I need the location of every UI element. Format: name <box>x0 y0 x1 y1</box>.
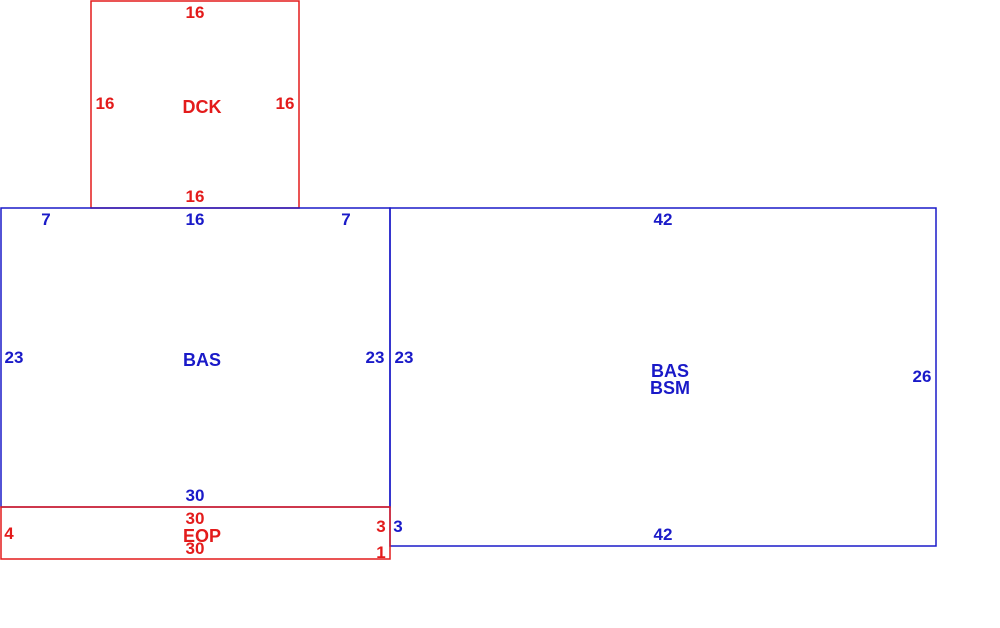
bas-left-right-dimension: 23 <box>366 348 385 367</box>
dck-bottom-dimension: 16 <box>186 187 205 206</box>
bas-left-area-label: BAS <box>183 350 221 370</box>
dck-top-dimension: 16 <box>186 3 205 22</box>
bas-left-top-right-dimension: 7 <box>341 210 350 229</box>
bas-bsm-right-dimension: 26 <box>913 367 932 386</box>
dck-area: 16 16 16 16 DCK <box>90 0 300 209</box>
bas-bsm-outline <box>389 207 937 547</box>
bas-bsm-area-label-line1: BAS <box>651 361 689 381</box>
dck-area-label: DCK <box>183 97 222 117</box>
bas-left-top-dimension: 16 <box>186 210 205 229</box>
bas-bsm-bottom-dimension: 42 <box>654 525 673 544</box>
bas-left-area: 7 16 7 23 23 30 BAS <box>0 207 391 508</box>
bas-bsm-left-dimension: 23 <box>395 348 414 367</box>
eop-area: 30 4 3 1 EOP 30 <box>0 506 391 562</box>
bas-bsm-top-dimension: 42 <box>654 210 673 229</box>
bas-left-bottom-dimension: 30 <box>186 486 205 505</box>
eop-right-lower-dimension: 1 <box>376 543 385 562</box>
bas-bsm-area-label-line2: BSM <box>650 378 690 398</box>
eop-right-upper-dimension: 3 <box>376 517 385 536</box>
bas-bsm-area: 42 23 26 3 42 BAS BSM <box>389 207 937 547</box>
eop-outline <box>0 506 391 560</box>
dck-right-dimension: 16 <box>276 94 295 113</box>
eop-area-label: EOP <box>183 526 221 546</box>
eop-top-dimension: 30 <box>186 509 205 528</box>
bas-bsm-step-dimension: 3 <box>393 517 402 536</box>
eop-bottom-dimension: 30 <box>186 539 205 558</box>
bas-left-top-left-dimension: 7 <box>41 210 50 229</box>
bas-left-left-dimension: 23 <box>5 348 24 367</box>
eop-left-dimension: 4 <box>4 524 14 543</box>
dck-left-dimension: 16 <box>96 94 115 113</box>
